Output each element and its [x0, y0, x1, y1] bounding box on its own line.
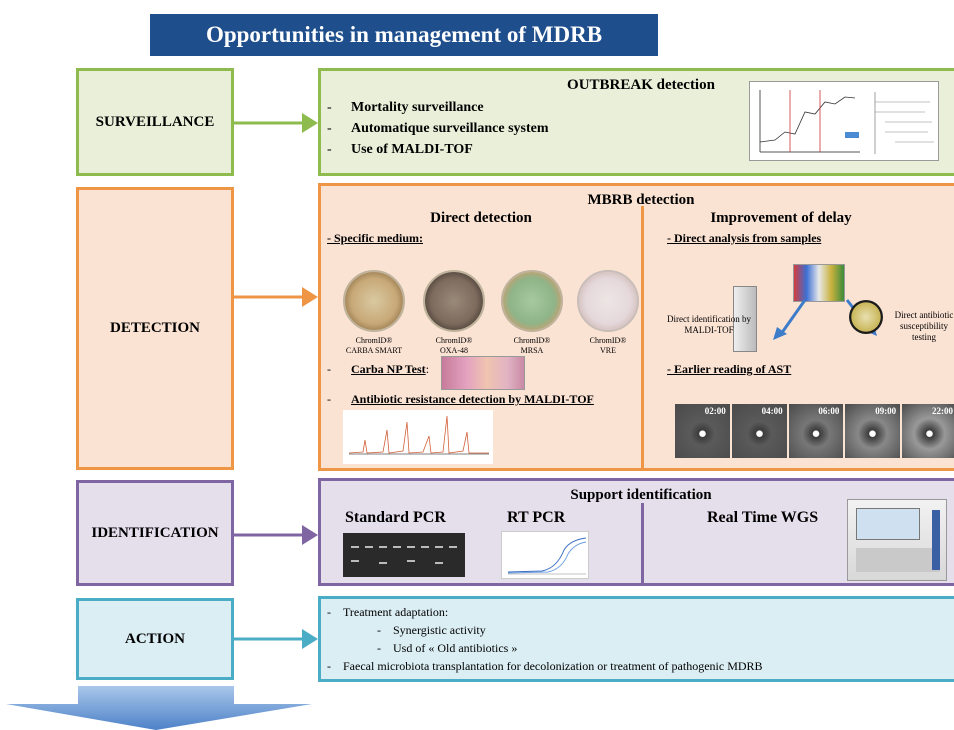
- timelapse-frame: 06:00: [788, 404, 844, 458]
- maldi-spectrum-image: [343, 410, 493, 464]
- direct-analysis-label: - Direct analysis from samples: [667, 231, 822, 245]
- mbrb-heading: MBRB detection: [587, 192, 695, 208]
- direct-detection-heading: Direct detection: [430, 210, 532, 226]
- direct-ast-label: Direct antibiotic susceptibility testing: [894, 310, 954, 342]
- dish-label-carba: ChromID®CARBA SMART: [345, 336, 403, 355]
- surveillance-label: SURVEILLANCE: [95, 113, 215, 130]
- dish-label-mrsa: ChromID®MRSA: [513, 336, 551, 355]
- detection-box: DETECTION: [76, 187, 234, 470]
- timelapse-frame: 02:00: [675, 404, 730, 458]
- wgs-label: Real Time WGS: [707, 509, 819, 526]
- outbreak-chart-image: [749, 81, 939, 161]
- standard-pcr-label: Standard PCR: [345, 509, 446, 526]
- identification-panel: Support identification Standard PCR RT P…: [318, 478, 954, 586]
- surveillance-box: SURVEILLANCE: [76, 68, 234, 176]
- direct-id-label: Direct identification by MALDI-TOF: [667, 314, 751, 335]
- dish-oxa-48: [423, 270, 485, 332]
- list-item: -Automatique surveillance system: [327, 121, 549, 136]
- maldi-tof-instrument-image: [733, 286, 757, 352]
- dish-carba-smart: [343, 270, 405, 332]
- maldi-label: Antibiotic resistance detection by MALDI…: [351, 392, 594, 406]
- detection-arrow: [234, 287, 318, 307]
- surveillance-arrow: [234, 113, 318, 133]
- detection-panel: MBRB detection Direct detection - Specif…: [318, 183, 954, 471]
- dish-vre: [577, 270, 639, 332]
- outbreak-panel: OUTBREAK detection -Mortality surveillan…: [318, 68, 954, 176]
- dish-label-oxa: ChromID®OXA-48: [435, 336, 473, 355]
- direct-analysis-arrows: [773, 299, 877, 340]
- action-label: ACTION: [124, 630, 185, 647]
- action-panel: -Treatment adaptation: -Synergistic acti…: [318, 596, 954, 682]
- carba-np-image: [441, 356, 525, 390]
- support-id-heading: Support identification: [570, 487, 712, 503]
- earlier-ast-label: - Earlier reading of AST: [667, 362, 792, 376]
- maldi-line: -Antibiotic resistance detection by MALD…: [327, 392, 594, 406]
- specific-medium-label: - Specific medium:: [327, 231, 423, 245]
- pcr-gel-image: [343, 533, 465, 577]
- old-antibiotics-line: -Usd of « Old antibiotics »: [377, 641, 518, 655]
- wgs-sequencer-image: [847, 499, 947, 581]
- delay-heading: Improvement of delay: [710, 210, 852, 226]
- timelapse-frame: 04:00: [731, 404, 787, 458]
- timelapse-frame: 09:00: [845, 404, 901, 458]
- faecal-line: -Faecal microbiota transplantation for d…: [327, 659, 763, 673]
- identification-divider: [641, 503, 644, 585]
- ast-dish-image: [849, 300, 883, 334]
- action-arrow: [234, 629, 318, 649]
- page-title: Opportunities in management of MDRB: [150, 14, 658, 56]
- synergistic-line: -Synergistic activity: [377, 623, 486, 637]
- identification-arrow: [234, 525, 318, 545]
- surveillance-list: -Mortality surveillance -Automatique sur…: [327, 97, 549, 160]
- carba-np-label: Carba NP Test: [351, 362, 426, 376]
- list-item: -Use of MALDI-TOF: [327, 142, 473, 157]
- timelapse-frame: 22:00: [902, 404, 954, 458]
- detection-label: DETECTION: [109, 320, 201, 336]
- identification-label: IDENTIFICATION: [91, 524, 219, 541]
- treatment-line: -Treatment adaptation:: [327, 605, 449, 619]
- carba-np-line: -Carba NP Test:: [327, 362, 430, 376]
- outbreak-heading: OUTBREAK detection: [567, 77, 715, 93]
- rt-pcr-label: RT PCR: [507, 509, 566, 526]
- ast-timelapse-strip: 02:00 04:00 06:00 09:00 22:00: [675, 404, 954, 458]
- identification-box: IDENTIFICATION: [76, 480, 234, 586]
- rt-pcr-curve-image: [501, 531, 589, 579]
- action-box: ACTION: [76, 598, 234, 680]
- list-item: -Mortality surveillance: [327, 100, 484, 115]
- detection-divider: [641, 206, 644, 470]
- sample-tubes-image: [793, 264, 845, 302]
- down-arrow: [6, 686, 312, 730]
- dish-mrsa: [501, 270, 563, 332]
- dish-label-vre: ChromID®VRE: [589, 336, 627, 355]
